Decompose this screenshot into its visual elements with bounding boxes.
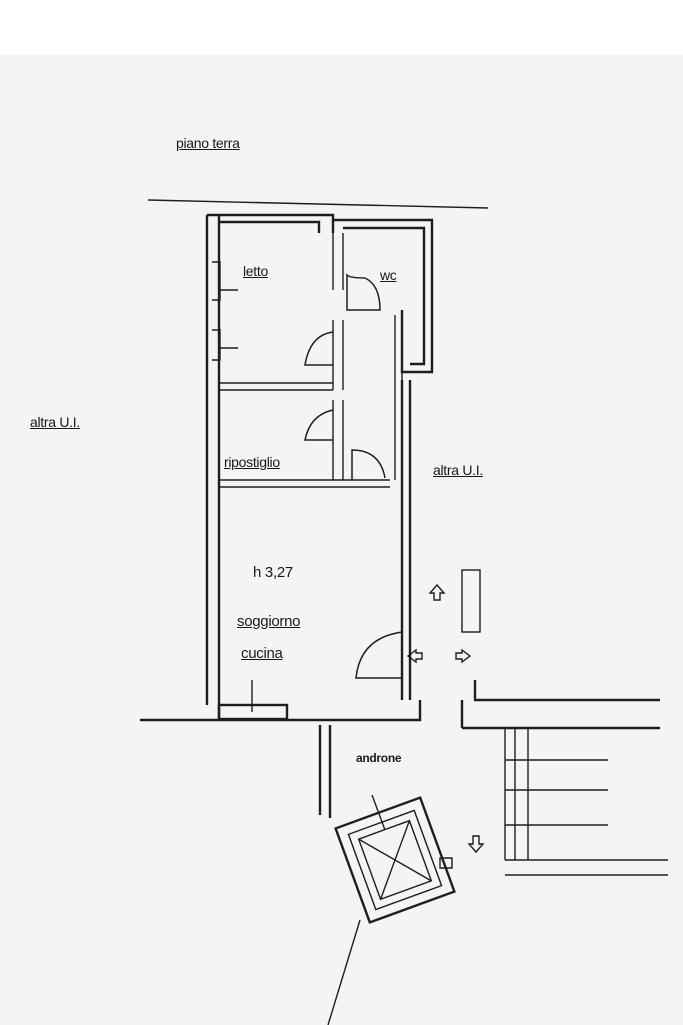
- top-boundary-line: [147, 199, 489, 209]
- floor-label: piano terra: [176, 135, 240, 151]
- wc-enclosure: [333, 218, 434, 374]
- landing-element: [461, 569, 481, 633]
- androne-walls: [318, 725, 332, 818]
- storage-living-partition: [219, 479, 390, 488]
- lobby-label: androne: [356, 751, 402, 765]
- lift-arrow: [371, 794, 386, 831]
- bottom-diagonal: [327, 919, 361, 1025]
- bedroom-windows: [212, 261, 238, 361]
- stair-wall: [460, 680, 660, 730]
- corridor-wall-right: [394, 315, 403, 480]
- right-arrow: [455, 648, 472, 664]
- height-label: h 3,27: [253, 564, 293, 581]
- bottom-wall: [140, 700, 422, 722]
- left-arrow: [406, 648, 423, 664]
- top-wall-bedroom: [207, 213, 335, 233]
- bedroom-label: letto: [243, 263, 268, 279]
- right-wall: [400, 380, 412, 700]
- entry-door: [355, 631, 403, 679]
- paper-background: [0, 55, 683, 1025]
- wc-label: wc: [380, 267, 397, 283]
- living-bottom-window: [217, 703, 289, 721]
- lift-shaft: [334, 796, 456, 924]
- up-arrow: [428, 583, 446, 601]
- corridor-wall-left: [332, 233, 344, 390]
- kitchen-label: cucina: [241, 645, 283, 662]
- right-unit-label: altra U.I.: [433, 462, 483, 478]
- wc-door: [346, 273, 381, 311]
- storage-door: [304, 409, 334, 441]
- left-outer-wall: [205, 215, 221, 705]
- down-arrow: [467, 835, 485, 854]
- storage-label: ripostiglio: [224, 454, 280, 470]
- left-unit-label: altra U.I.: [30, 414, 80, 430]
- storage-right-wall: [332, 400, 344, 480]
- living-label: soggiorno: [237, 613, 301, 630]
- storage-corridor-door: [351, 449, 386, 480]
- stair-lines: [504, 728, 668, 876]
- bedroom-door: [304, 331, 334, 366]
- bedroom-storage-partition: [219, 382, 333, 391]
- small-square: [439, 857, 453, 869]
